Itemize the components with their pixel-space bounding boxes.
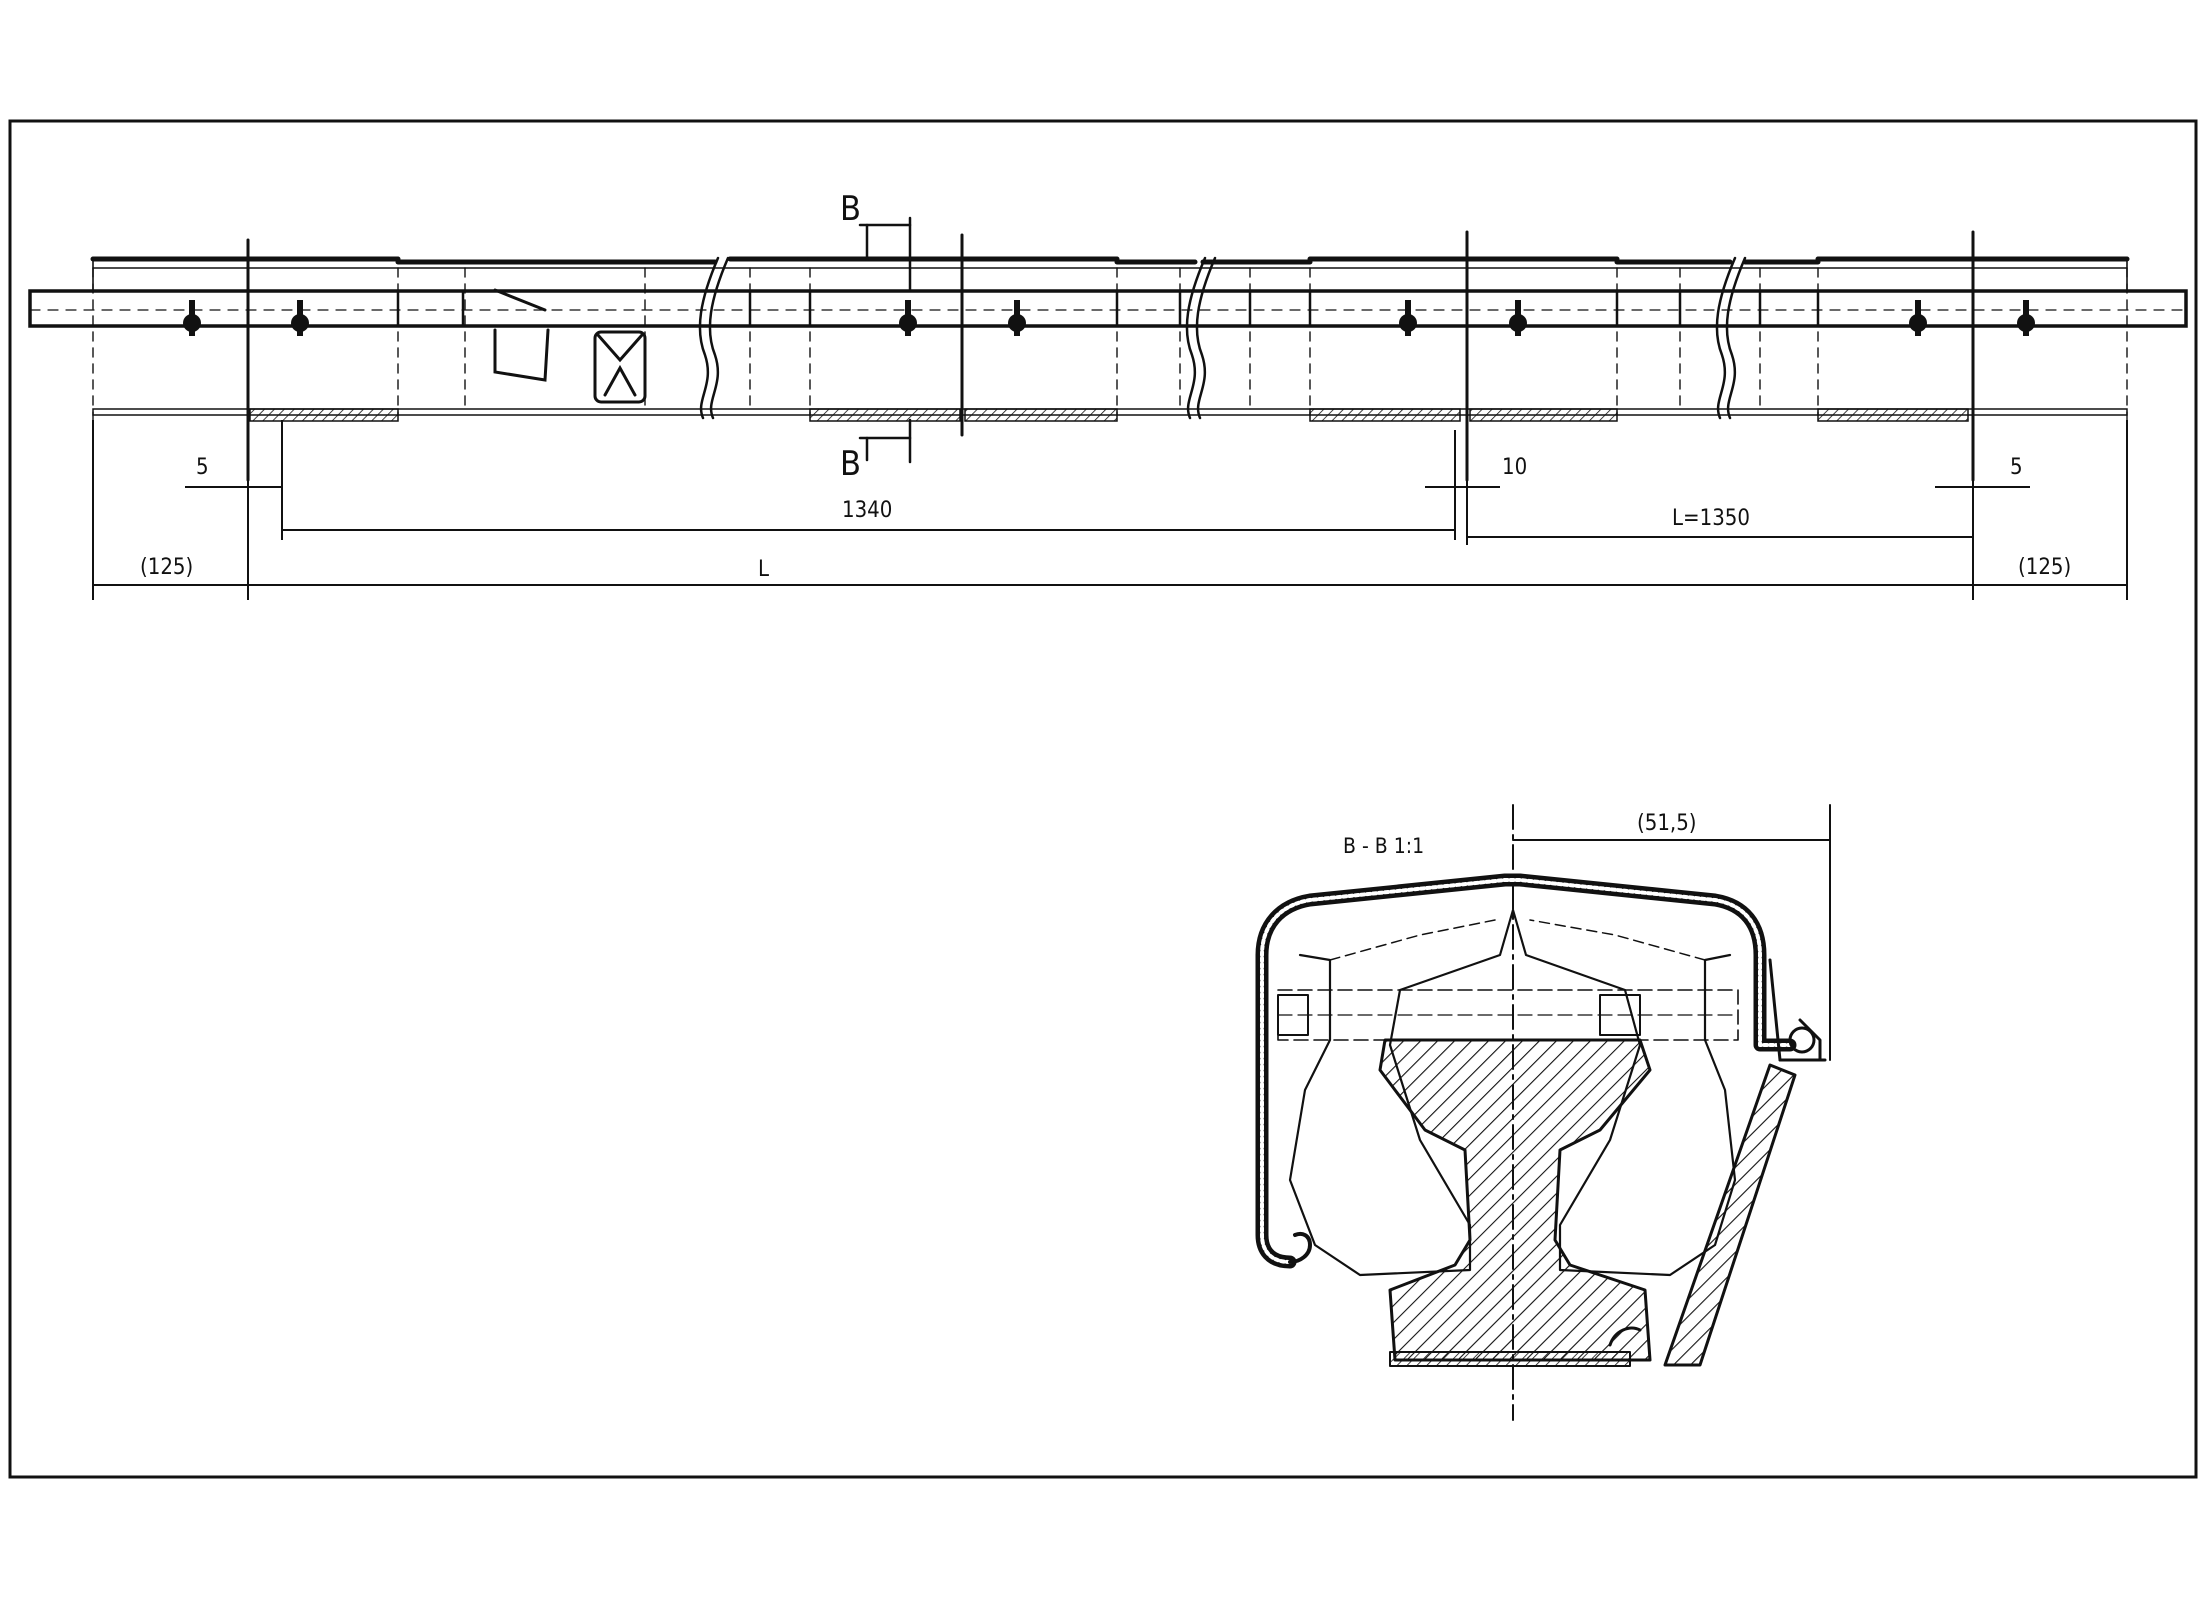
section-title: B - B 1:1 bbox=[1343, 834, 1424, 858]
hook-detail bbox=[493, 288, 550, 382]
dim-right-overhang: (125) bbox=[2018, 555, 2071, 580]
drawing-frame bbox=[8, 119, 2198, 1479]
cover-top-profile bbox=[90, 256, 2130, 265]
dim-profile-width: (51,5) bbox=[1637, 811, 1697, 836]
side-clip[interactable] bbox=[1768, 958, 1827, 1062]
elevation-view bbox=[28, 216, 2188, 482]
section-mark-bottom bbox=[858, 418, 912, 464]
junction-lines bbox=[246, 230, 1975, 482]
elevation-dimensions bbox=[92, 420, 2128, 600]
dim-span: 1340 bbox=[842, 498, 892, 523]
labels: B B 5 10 5 1340 L=1350 (125) L (125) B -… bbox=[140, 189, 2071, 858]
section-view bbox=[1255, 804, 1831, 1421]
dim-right-gap: 5 bbox=[2010, 455, 2023, 480]
rail-bar bbox=[28, 289, 2188, 328]
dim-center-gap: 10 bbox=[1502, 455, 1527, 480]
inclined-plate bbox=[1663, 1063, 1797, 1367]
bolts[interactable] bbox=[183, 300, 2035, 336]
rail-profile bbox=[1378, 1038, 1652, 1362]
clamp-blocks bbox=[396, 289, 1820, 328]
dim-overall-length: L bbox=[758, 557, 769, 582]
section-marker-bottom: B bbox=[840, 444, 861, 484]
dim-left-gap: 5 bbox=[196, 455, 209, 480]
section-marker-top: B bbox=[840, 189, 861, 229]
dim-left-overhang: (125) bbox=[140, 555, 193, 580]
dim-segment-length: L=1350 bbox=[1672, 506, 1750, 531]
wedge-detail bbox=[593, 330, 647, 404]
break-lines bbox=[698, 256, 1747, 420]
section-mark-top bbox=[858, 216, 912, 292]
